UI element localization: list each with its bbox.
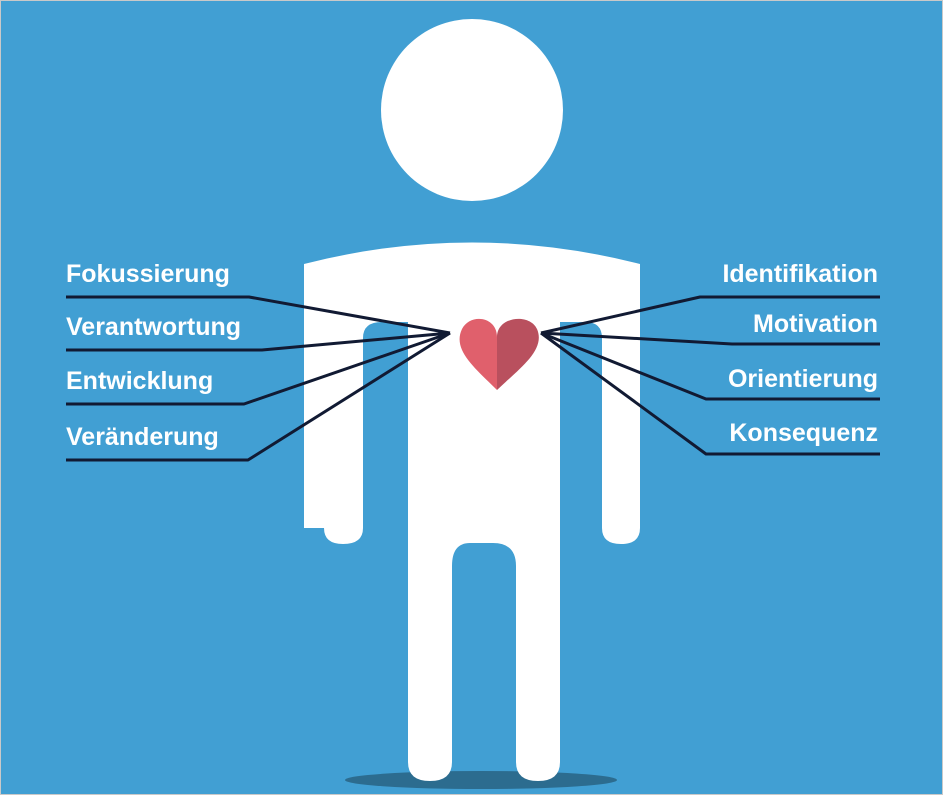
connector-line-entwicklung bbox=[66, 331, 451, 406]
heart-icon bbox=[459, 318, 539, 390]
connector-line-verantwortung bbox=[66, 331, 451, 352]
label-verantwortung: Verantwortung bbox=[66, 313, 241, 341]
label-identifikation: Identifikation bbox=[722, 260, 878, 288]
connector-line-orientierung bbox=[540, 331, 880, 401]
heart-right-half bbox=[497, 318, 539, 390]
label-motivation: Motivation bbox=[753, 310, 878, 338]
label-veraenderung: Veränderung bbox=[66, 423, 219, 451]
connector-line-veraenderung bbox=[66, 331, 451, 462]
ground-shadow bbox=[345, 771, 617, 789]
person-head bbox=[381, 19, 563, 201]
connector-line-motivation bbox=[540, 331, 880, 346]
heart-left-half bbox=[459, 318, 497, 390]
label-konsequenz: Konsequenz bbox=[729, 419, 878, 447]
person-body bbox=[304, 242, 640, 781]
person-silhouette-icon bbox=[304, 19, 640, 781]
label-entwicklung: Entwicklung bbox=[66, 367, 213, 395]
label-orientierung: Orientierung bbox=[728, 365, 878, 393]
connector-line-konsequenz bbox=[540, 331, 880, 456]
label-fokussierung: Fokussierung bbox=[66, 260, 230, 288]
connector-lines bbox=[66, 295, 880, 462]
connector-line-fokussierung bbox=[66, 295, 451, 335]
connector-line-identifikation bbox=[540, 295, 880, 335]
